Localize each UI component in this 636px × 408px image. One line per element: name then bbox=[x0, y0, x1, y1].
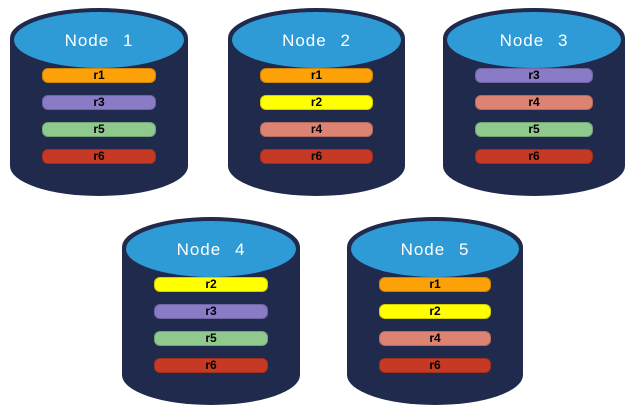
replica-row: r3 bbox=[475, 68, 593, 83]
cylinder-cap: Node 5 bbox=[351, 221, 519, 277]
replica-row: r2 bbox=[154, 277, 268, 292]
replica-row: r3 bbox=[42, 95, 156, 110]
replica-row: r6 bbox=[475, 149, 593, 164]
node-1: Node 1 r1 r3 r5 r6 bbox=[10, 8, 188, 196]
node-3: Node 3 r3 r4 r5 r6 bbox=[443, 8, 625, 196]
replica-label: r2 bbox=[310, 95, 323, 109]
node-title: Node 4 bbox=[176, 240, 246, 259]
node-title: Node 5 bbox=[400, 240, 470, 259]
replica-row: r1 bbox=[379, 277, 491, 292]
node-4: Node 4 r2 r3 r5 r6 bbox=[122, 217, 300, 405]
replica-label: r5 bbox=[528, 122, 540, 136]
replica-row: r1 bbox=[42, 68, 156, 83]
replica-label: r2 bbox=[429, 304, 441, 318]
replica-row: r5 bbox=[154, 331, 268, 346]
node-2: Node 2 r1 r2 r4 r6 bbox=[228, 8, 405, 196]
cylinder-cap: Node 4 bbox=[126, 221, 296, 277]
replica-row: r6 bbox=[260, 149, 373, 164]
replica-row: r3 bbox=[154, 304, 268, 319]
replica-label: r4 bbox=[528, 95, 540, 109]
replica-label: r1 bbox=[93, 68, 105, 82]
replica-list: r2 r3 r5 r6 bbox=[154, 277, 268, 373]
replica-label: r3 bbox=[205, 304, 217, 318]
node-5: Node 5 r1 r2 r4 r6 bbox=[347, 217, 523, 405]
replica-list: r1 r2 r4 r6 bbox=[260, 68, 373, 164]
replica-row: r2 bbox=[379, 304, 491, 319]
replica-row: r6 bbox=[154, 358, 268, 373]
node-title: Node 2 bbox=[282, 31, 351, 50]
node-title: Node 3 bbox=[499, 31, 569, 50]
replica-label: r4 bbox=[429, 331, 441, 345]
replica-label: r2 bbox=[205, 277, 217, 291]
replica-label: r6 bbox=[528, 149, 540, 163]
replica-label: r3 bbox=[93, 95, 105, 109]
replica-row: r6 bbox=[379, 358, 491, 373]
replica-list: r1 r3 r5 r6 bbox=[42, 68, 156, 164]
replica-list: r1 r2 r4 r6 bbox=[379, 277, 491, 373]
cylinder-cap: Node 1 bbox=[14, 12, 184, 68]
replica-list: r3 r4 r5 r6 bbox=[475, 68, 593, 164]
replica-label: r6 bbox=[205, 358, 217, 372]
cylinder-cap: Node 2 bbox=[232, 12, 401, 68]
replica-label: r5 bbox=[93, 122, 105, 136]
replica-row: r2 bbox=[260, 95, 373, 110]
replica-label: r1 bbox=[429, 277, 441, 291]
replica-label: r6 bbox=[93, 149, 105, 163]
replica-row: r4 bbox=[260, 122, 373, 137]
replica-label: r5 bbox=[205, 331, 217, 345]
replica-label: r6 bbox=[310, 149, 323, 163]
replica-row: r5 bbox=[475, 122, 593, 137]
replica-row: r1 bbox=[260, 68, 373, 83]
replica-label: r3 bbox=[528, 68, 540, 82]
replica-label: r6 bbox=[429, 358, 441, 372]
cylinder-cap: Node 3 bbox=[447, 12, 621, 68]
replica-label: r1 bbox=[310, 68, 323, 82]
replica-label: r4 bbox=[310, 122, 323, 136]
replica-row: r4 bbox=[475, 95, 593, 110]
replica-row: r4 bbox=[379, 331, 491, 346]
replica-row: r5 bbox=[42, 122, 156, 137]
replica-row: r6 bbox=[42, 149, 156, 164]
node-title: Node 1 bbox=[64, 31, 134, 50]
